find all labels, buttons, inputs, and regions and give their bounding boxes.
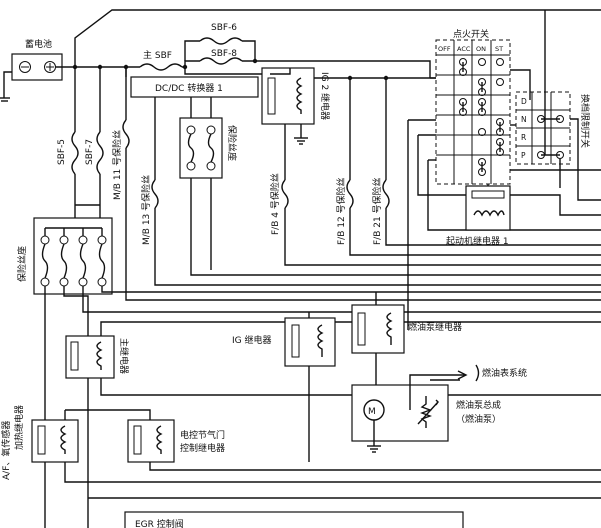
wire <box>100 378 601 396</box>
sbf8-label: SBF-8 <box>211 49 237 59</box>
wire <box>427 160 601 231</box>
sw-off-label: OFF <box>438 45 451 53</box>
throttle-control-relay: 电控节气门 控制继电器 <box>127 419 225 463</box>
dcdc-converter <box>130 76 259 98</box>
gear-r-label: R <box>521 133 526 142</box>
main-relay-label: 主继电器 <box>118 338 130 374</box>
wire <box>65 409 151 420</box>
sbf5-fuse <box>71 131 79 175</box>
wire <box>44 227 103 236</box>
fuel-pump-relay-label: 燃油泵继电器 <box>408 321 462 333</box>
ig-relay <box>284 317 336 367</box>
egr-valve <box>124 511 464 528</box>
wire <box>475 364 480 382</box>
ground-symbol <box>0 97 10 102</box>
ignition-switch-label: 点火开关 <box>453 28 489 40</box>
throttle-label-2: 控制继电器 <box>180 442 225 454</box>
mb11-label: M/B 11 号保险丝 <box>111 130 123 200</box>
fb12-label: F/B 12 号保险丝 <box>335 177 347 245</box>
starter-relay: 起动机继电器 1 <box>446 185 511 247</box>
fuse-block-1-label: 保险丝座 <box>226 125 238 161</box>
sw-on-label: ON <box>476 45 486 53</box>
sbf6-fuse <box>199 37 243 45</box>
fuel-pump-assembly: M 燃油泵总成 （燃油泵） <box>351 384 501 442</box>
ig-relay-label: IG 继电器 <box>232 334 272 346</box>
fuse-block-upper: 保险丝座 <box>179 117 238 179</box>
mb13-label: M/B 13 号保险丝 <box>140 175 152 245</box>
battery-ground-wire <box>3 71 12 98</box>
gear-p-label: P <box>521 151 526 160</box>
wire <box>149 462 601 471</box>
wire <box>349 208 601 256</box>
wire <box>510 69 531 100</box>
wire <box>101 286 601 293</box>
throttle-label-1: 电控节气门 <box>180 429 225 441</box>
fuel-pump-label-1: 燃油泵总成 <box>456 399 501 411</box>
sbf6-label: SBF-6 <box>211 23 237 33</box>
fb21-fuse <box>382 179 390 209</box>
fuel-gauge-label: 燃油表系统 <box>482 367 527 379</box>
sbf8-fuse <box>199 57 243 65</box>
shift-switch-label: 换档限制开关 <box>579 94 591 148</box>
main-relay: 主继电器 <box>65 335 130 379</box>
dcdc-label: DC/DC 转换器 1 <box>155 82 223 94</box>
ground-symbol <box>294 137 308 145</box>
wire <box>125 148 601 301</box>
af-label-1: A/F、氧传感器 <box>0 421 12 480</box>
ig2-label: IG 2 继电器 <box>319 72 331 120</box>
wire <box>570 118 601 201</box>
wire <box>63 286 89 336</box>
wire <box>64 462 601 483</box>
egr-label: EGR 控制阀 <box>135 518 184 528</box>
wire <box>100 321 601 336</box>
sw-st-label: ST <box>495 45 503 53</box>
fuse-block-2-label: 保险丝座 <box>16 246 28 282</box>
wire <box>82 286 601 313</box>
fuel-pump-relay: 燃油泵继电器 <box>351 304 462 354</box>
fb4-label: F/B 4 号保险丝 <box>269 173 281 235</box>
fuel-pump-label-2: （燃油泵） <box>456 413 501 425</box>
wire <box>242 40 256 60</box>
main-sbf-fuse <box>139 63 183 71</box>
sbf5-label: SBF-5 <box>57 139 67 165</box>
wire <box>409 374 465 410</box>
battery: 蓄电池 <box>11 38 63 81</box>
shift-restriction-switch: D N R P 换档限制开关 <box>515 91 591 165</box>
mb13-fuse <box>151 179 159 209</box>
gear-n-label: N <box>521 115 527 124</box>
sbf7-fuse <box>96 131 104 175</box>
fb12-fuse <box>346 179 354 209</box>
mb11-fuse <box>122 119 130 149</box>
wire <box>284 208 601 266</box>
battery-label: 蓄电池 <box>25 38 52 50</box>
arrow-icon <box>457 370 468 380</box>
wire <box>385 208 601 246</box>
wire <box>270 68 291 75</box>
af-label-2: 加热继电器 <box>13 405 25 450</box>
top-frame-wire <box>74 9 601 67</box>
ig2-relay: IG 2 继电器 <box>261 67 331 125</box>
wire <box>184 67 270 75</box>
fb4-fuse <box>281 179 289 209</box>
wire <box>184 40 200 61</box>
wire <box>190 178 601 276</box>
ground-symbol <box>367 445 381 453</box>
wire <box>154 208 601 286</box>
wire <box>417 135 601 216</box>
fb21-label: F/B 21 号保险丝 <box>371 177 383 245</box>
ignition-switch: 点火开关 OFF ACC ON ST <box>435 28 511 185</box>
starter-relay-label: 起动机继电器 1 <box>446 235 509 247</box>
sbf7-label: SBF-7 <box>85 139 95 165</box>
sw-acc-label: ACC <box>457 45 471 53</box>
gear-d-label: D <box>521 97 527 106</box>
main-sbf-label: 主 SBF <box>143 49 172 61</box>
af-heater-relay: A/F、氧传感器 加热继电器 <box>0 405 79 480</box>
wire <box>242 60 431 78</box>
motor-label: M <box>368 407 376 417</box>
